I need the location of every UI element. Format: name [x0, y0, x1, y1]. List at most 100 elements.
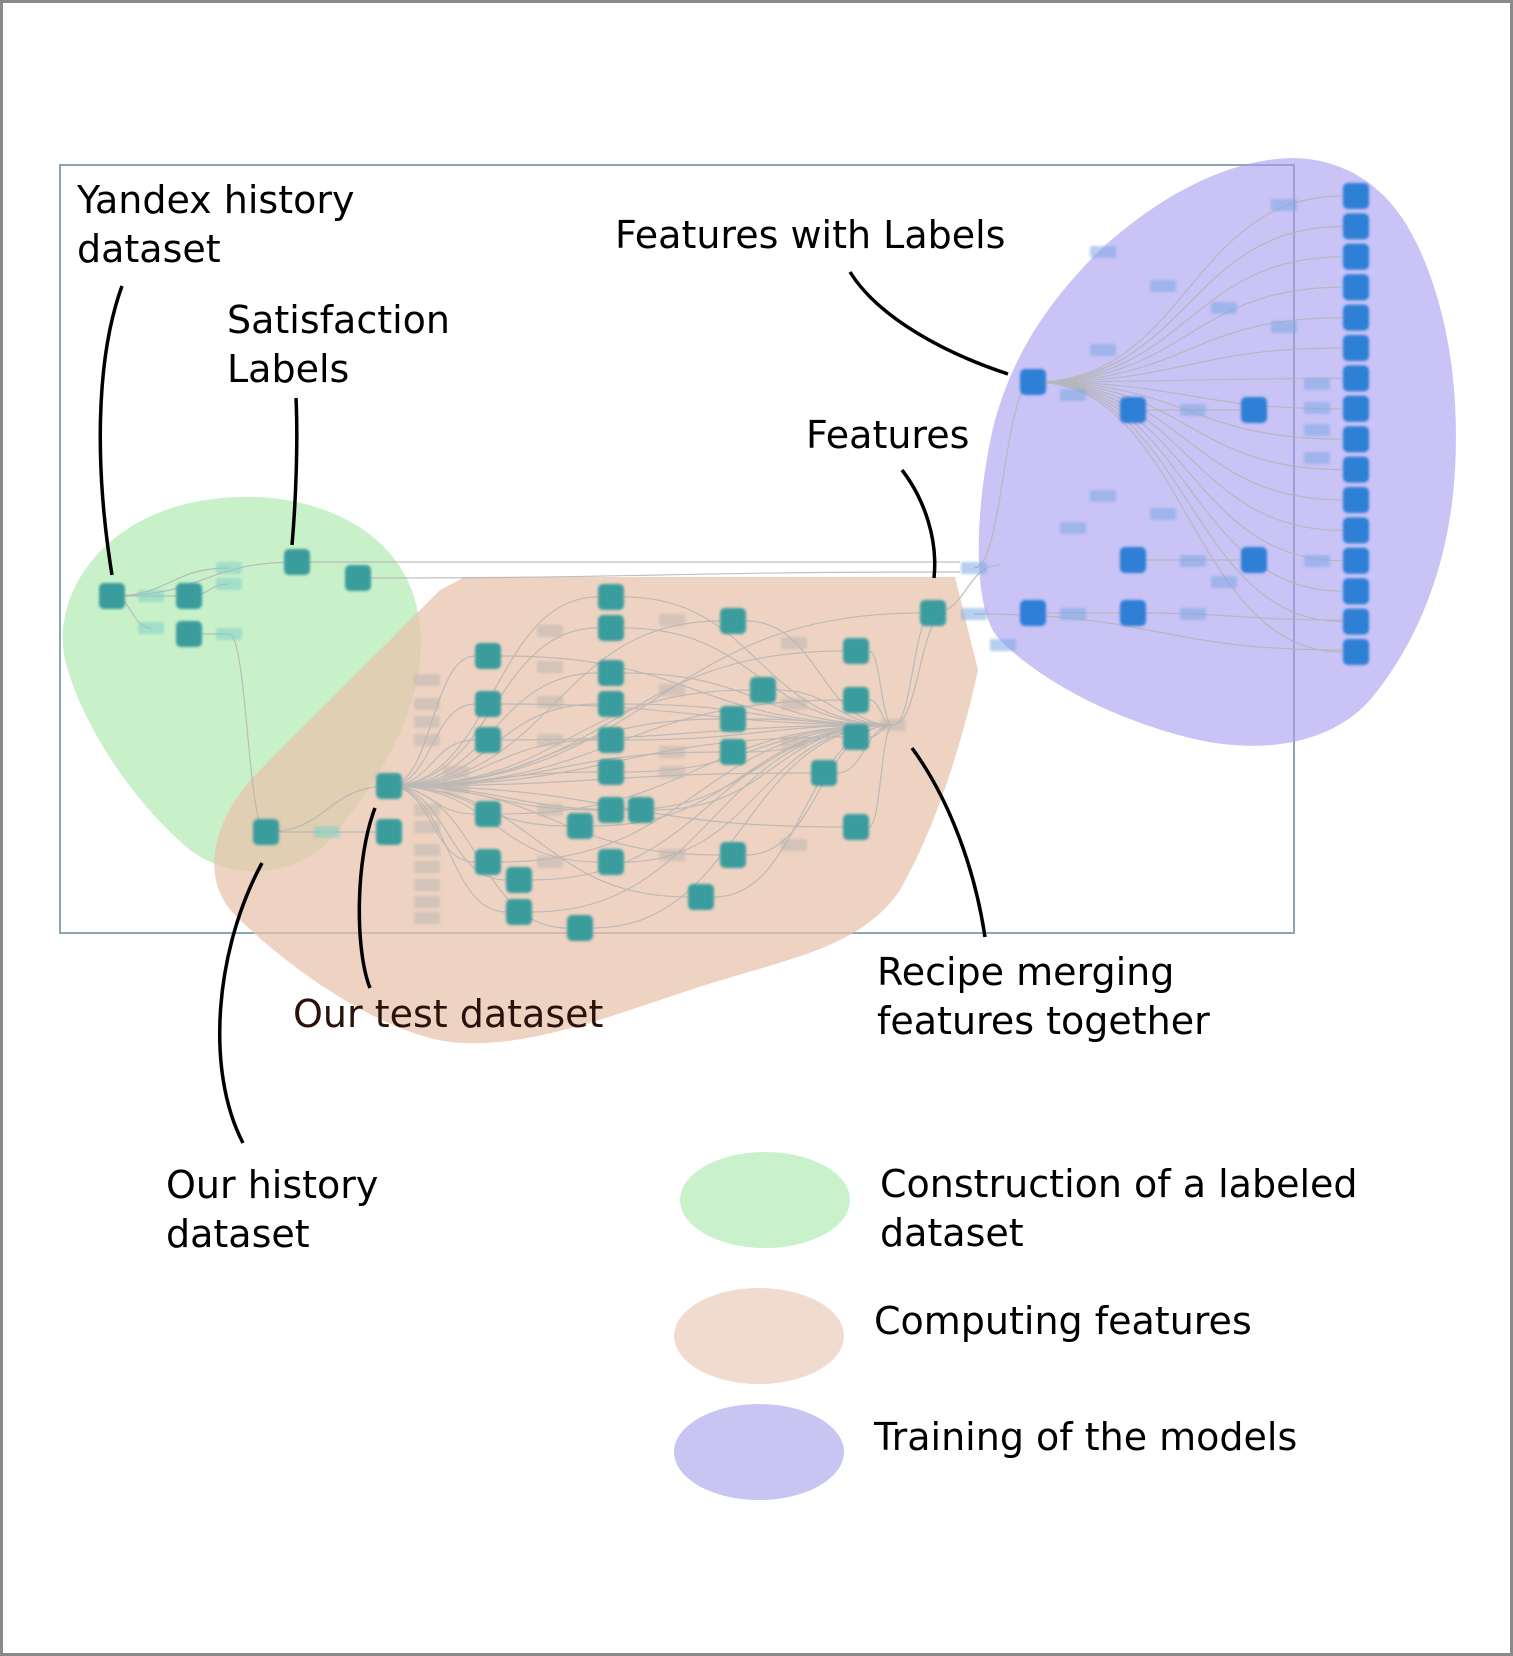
workflow-node	[176, 621, 202, 647]
workflow-step	[414, 804, 440, 816]
workflow-step	[537, 696, 563, 708]
workflow-edge	[388, 612, 921, 787]
workflow-step	[781, 839, 807, 851]
workflow-step	[138, 590, 164, 602]
workflow-node	[843, 724, 869, 750]
workflow-node	[1120, 600, 1146, 626]
label-features-with-labels: Features with Labels	[615, 213, 1005, 257]
label-recipe-merging: Recipe merging features together	[877, 950, 1210, 1043]
workflow-node	[598, 849, 624, 875]
workflow-node	[720, 608, 746, 634]
workflow-step	[1060, 608, 1086, 620]
workflow-edges	[111, 195, 1344, 929]
workflow-node	[1120, 397, 1146, 423]
workflow-edge	[1032, 381, 1344, 531]
workflow-edge	[500, 724, 894, 815]
workflow-node	[688, 884, 714, 910]
workflow-edge	[745, 620, 894, 726]
workflow-node	[1343, 183, 1369, 209]
workflow-node	[567, 915, 593, 941]
workflow-step	[1090, 490, 1116, 502]
workflow-step	[443, 781, 469, 793]
workflow-node	[750, 677, 776, 703]
workflow-node	[506, 899, 532, 925]
label-satisfaction-labels: Satisfaction Labels	[227, 298, 462, 391]
workflow-node	[598, 759, 624, 785]
workflow-step	[414, 844, 440, 856]
workflow-node	[1343, 456, 1369, 483]
workflow-step	[1060, 389, 1086, 401]
legend-label-training: Training of the models	[873, 1415, 1297, 1459]
workflow-node	[720, 842, 746, 868]
workflow-edge	[623, 596, 894, 726]
workflow-edge	[531, 724, 894, 881]
workflow-node	[843, 687, 869, 713]
workflow-step	[414, 821, 440, 833]
workflow-node	[1120, 547, 1146, 573]
workflow-node	[720, 739, 746, 765]
legend-label-construction: Construction of a labeled dataset	[880, 1162, 1370, 1255]
workflow-step	[1180, 404, 1206, 416]
workflow-node	[598, 660, 624, 686]
workflow-step	[1271, 199, 1297, 211]
workflow-edge	[1032, 377, 1344, 383]
workflow-step	[216, 628, 242, 640]
workflow-edge	[500, 724, 894, 741]
workflow-edge	[1032, 286, 1344, 383]
workflow-node	[1343, 243, 1369, 270]
leader-features	[900, 468, 937, 579]
workflow-node	[99, 583, 125, 609]
workflow-node	[1343, 335, 1369, 361]
workflow-step	[880, 719, 906, 731]
workflow-step	[414, 674, 440, 686]
workflow-node	[1241, 397, 1267, 423]
workflow-step	[414, 734, 440, 746]
workflow-node	[1343, 517, 1369, 544]
workflow-edge	[388, 739, 599, 787]
workflow-node	[176, 583, 202, 609]
workflow-step	[1150, 508, 1176, 520]
workflow-step	[1180, 555, 1206, 567]
workflow-step	[537, 856, 563, 868]
workflow-edge	[500, 724, 894, 863]
workflow-node	[920, 600, 946, 626]
workflow-edge	[1032, 381, 1344, 623]
workflow-edge	[1032, 381, 1344, 471]
workflow-step	[961, 608, 987, 620]
workflow-step	[1180, 608, 1206, 620]
workflow-step	[1060, 522, 1086, 534]
workflow-node	[1343, 547, 1369, 574]
workflow-edge	[388, 785, 507, 913]
workflow-node	[567, 813, 593, 839]
workflow-step	[1271, 321, 1297, 333]
workflow-step	[138, 622, 164, 634]
workflow-step	[414, 716, 440, 728]
workflow-step	[1090, 246, 1116, 258]
workflow-edge	[1032, 225, 1344, 383]
training-region	[978, 158, 1456, 746]
workflow-edge	[388, 785, 689, 898]
workflow-node	[598, 615, 624, 641]
workflow-step	[216, 562, 242, 574]
workflow-step	[1150, 280, 1176, 292]
workflow-step	[443, 766, 469, 778]
label-features: Features	[806, 413, 969, 457]
workflow-step	[537, 734, 563, 746]
workflow-step	[537, 804, 563, 816]
leader-features-with-labels	[848, 271, 1009, 376]
legend-swatch-training	[674, 1404, 844, 1500]
workflow-step	[659, 684, 685, 696]
label-yandex-history: Yandex history dataset	[76, 178, 367, 271]
workflow-edge	[1032, 256, 1344, 383]
workflow-edge	[265, 785, 390, 833]
workflow-edge	[592, 724, 894, 929]
workflow-node	[1343, 608, 1369, 635]
workflow-node	[376, 819, 402, 845]
workflow-step	[1304, 555, 1330, 567]
workflow-node	[253, 819, 279, 845]
workflow-step	[414, 698, 440, 710]
workflow-edge	[1032, 381, 1344, 592]
workflow-step	[414, 912, 440, 924]
workflow-edge	[1032, 317, 1344, 383]
